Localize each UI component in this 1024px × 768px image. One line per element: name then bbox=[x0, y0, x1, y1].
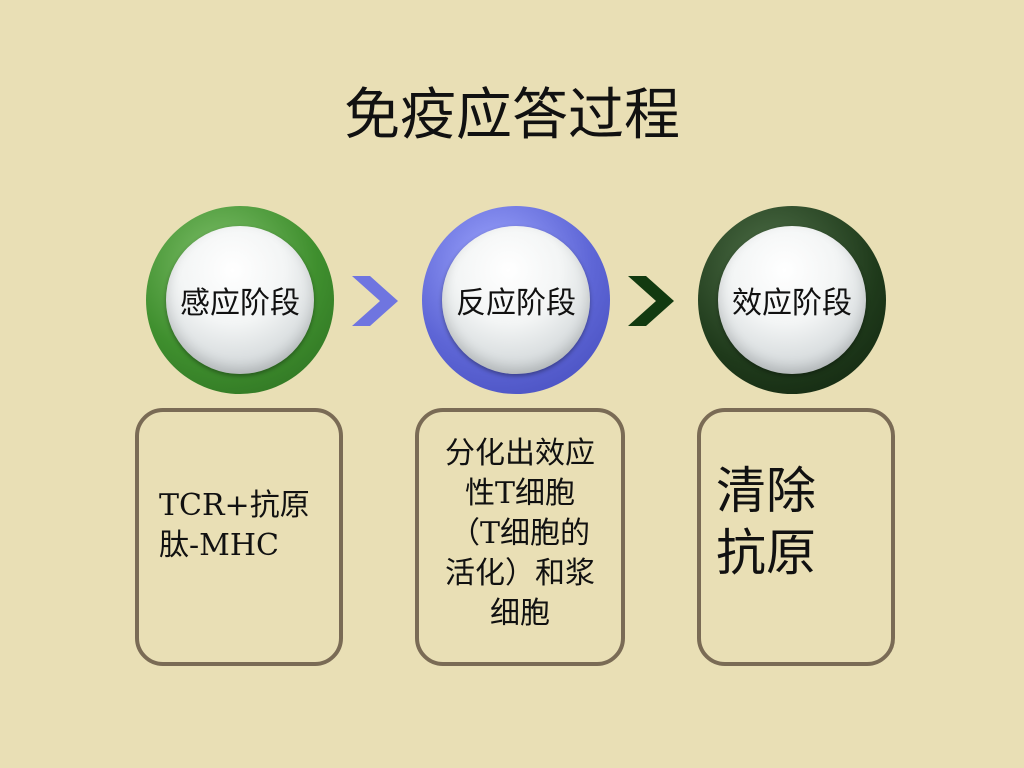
stage-detail-box-reaction: 分化出效应性T细胞（T细胞的活化）和浆细胞 bbox=[415, 408, 625, 666]
stage-detail-box-sensing: TCR+抗原肽-MHC bbox=[135, 408, 343, 666]
stage-label-effector: 效应阶段 bbox=[732, 286, 852, 321]
stage-detail-text-reaction: 分化出效应性T细胞（T细胞的活化）和浆细胞 bbox=[445, 436, 595, 631]
stage-detail-text-sensing: TCR+抗原肽-MHC bbox=[159, 488, 310, 563]
page-title: 免疫应答过程 bbox=[344, 83, 680, 148]
stage-circle-inner: 效应阶段 bbox=[718, 226, 866, 374]
stage-label-sensing: 感应阶段 bbox=[180, 286, 300, 321]
stage-circle-inner: 感应阶段 bbox=[166, 226, 314, 374]
stage-detail-text-effector: 清除抗原 bbox=[716, 462, 816, 582]
stage-detail-box-effector: 清除抗原 bbox=[697, 408, 895, 666]
stage-circle-effector: 效应阶段 bbox=[698, 206, 886, 394]
chevron-right-icon bbox=[628, 276, 674, 326]
stage-label-reaction: 反应阶段 bbox=[456, 286, 576, 321]
stage-circle-sensing: 感应阶段 bbox=[146, 206, 334, 394]
chevron-right-icon bbox=[352, 276, 398, 326]
stage-circle-inner: 反应阶段 bbox=[442, 226, 590, 374]
stage-circle-reaction: 反应阶段 bbox=[422, 206, 610, 394]
